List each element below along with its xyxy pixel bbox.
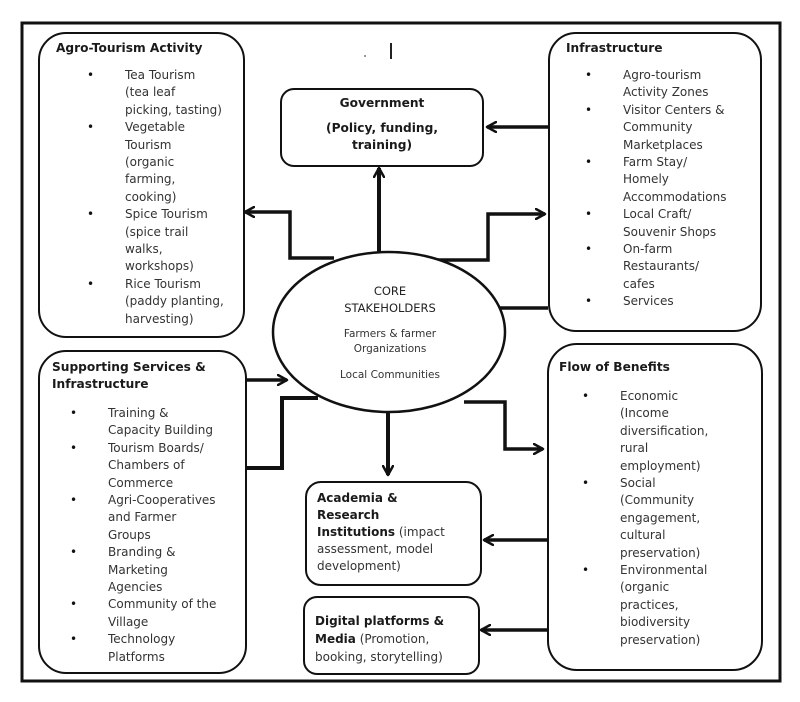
core-communities: Local Communities xyxy=(340,369,440,381)
list-item: •On-farm Restaurants/ cafes xyxy=(585,242,699,291)
flow-of-benefits-box: Flow of Benefits •Economic (Income diver… xyxy=(547,343,763,671)
list-item: •Visitor Centers & Community Marketplace… xyxy=(585,102,725,152)
list-item: •Tea Tourism (tea leaf picking, tasting) xyxy=(87,68,222,117)
outer-frame xyxy=(20,21,782,683)
infrastructure-list: •Agro-tourism Activity Zones •Visitor Ce… xyxy=(585,67,750,311)
supporting-list: •Training & Capacity Building •Tourism B… xyxy=(70,405,239,666)
digital-platforms-box: Digital platforms & Media (Promotion, bo… xyxy=(303,596,480,675)
arrow-core-to-benefits xyxy=(464,400,543,449)
agro-tourism-list: •Tea Tourism (tea leaf picking, tasting)… xyxy=(87,67,233,328)
list-item: •Branding & Marketing Agencies xyxy=(70,545,176,595)
infrastructure-box: Infrastructure •Agro-tourism Activity Zo… xyxy=(548,32,762,332)
supporting-title: Supporting Services & Infrastructure xyxy=(52,360,206,391)
list-item: •Vegetable Tourism (organic farming, coo… xyxy=(87,120,186,204)
list-item: •Agro-tourism Activity Zones xyxy=(585,68,709,100)
list-item: •Local Craft/ Souvenir Shops xyxy=(585,207,717,239)
academia-title: Academia & Research Institutions xyxy=(317,491,398,539)
infrastructure-title: Infrastructure xyxy=(566,41,663,55)
core-title: CORE STAKEHOLDERS xyxy=(344,284,436,315)
academia-box: Academia & Research Institutions (impact… xyxy=(305,481,482,586)
government-subtitle: (Policy, funding, training) xyxy=(326,121,438,152)
agro-tourism-activity-box: Agro-Tourism Activity •Tea Tourism (tea … xyxy=(38,32,245,338)
list-item: •Farm Stay/ Homely Accommodations xyxy=(585,155,727,204)
benefits-title: Flow of Benefits xyxy=(559,360,670,374)
list-item: •Services xyxy=(585,294,674,309)
supporting-services-box: Supporting Services & Infrastructure •Tr… xyxy=(38,350,247,674)
list-item: •Rice Tourism (paddy planting, harvestin… xyxy=(87,276,224,326)
digital-title: Digital platforms & Media xyxy=(315,614,445,646)
government-title: Government xyxy=(339,96,425,110)
core-stakeholders-ellipse xyxy=(271,250,507,414)
list-item: •Community of the Village xyxy=(70,597,217,629)
digital-desc: (Promotion, booking, storytelling) xyxy=(315,632,443,664)
connector-supporting-to-core xyxy=(247,396,318,470)
list-item: •Economic (Income diversification, rural… xyxy=(582,389,709,473)
list-item: •Spice Tourism (spice trail walks, works… xyxy=(87,207,208,274)
arrow-core-to-infrastructure xyxy=(432,214,545,262)
list-item: •Agri-Cooperatives and Farmer Groups xyxy=(70,493,216,542)
stray-mark-line xyxy=(390,43,392,59)
list-item: •Technology Platforms xyxy=(70,632,176,664)
agro-tourism-title: Agro-Tourism Activity xyxy=(56,41,203,55)
core-stakeholders: CORE STAKEHOLDERS Farmers & farmer Organ… xyxy=(290,283,490,381)
list-item: •Training & Capacity Building xyxy=(70,406,213,438)
government-box: Government (Policy, funding, training) xyxy=(280,88,484,167)
stray-mark-dot xyxy=(364,55,366,57)
core-farmers: Farmers & farmer Organizations xyxy=(343,328,437,355)
benefits-list: •Economic (Income diversification, rural… xyxy=(582,388,755,649)
academia-desc: (impact assessment, model development) xyxy=(317,525,445,573)
list-item: •Tourism Boards/ Chambers of Commerce xyxy=(70,440,204,490)
list-item: •Social (Community engagement, cultural … xyxy=(582,476,701,560)
arrow-core-to-agro-tourism xyxy=(245,212,334,260)
list-item: •Environmental (organic practices, biodi… xyxy=(582,563,708,647)
